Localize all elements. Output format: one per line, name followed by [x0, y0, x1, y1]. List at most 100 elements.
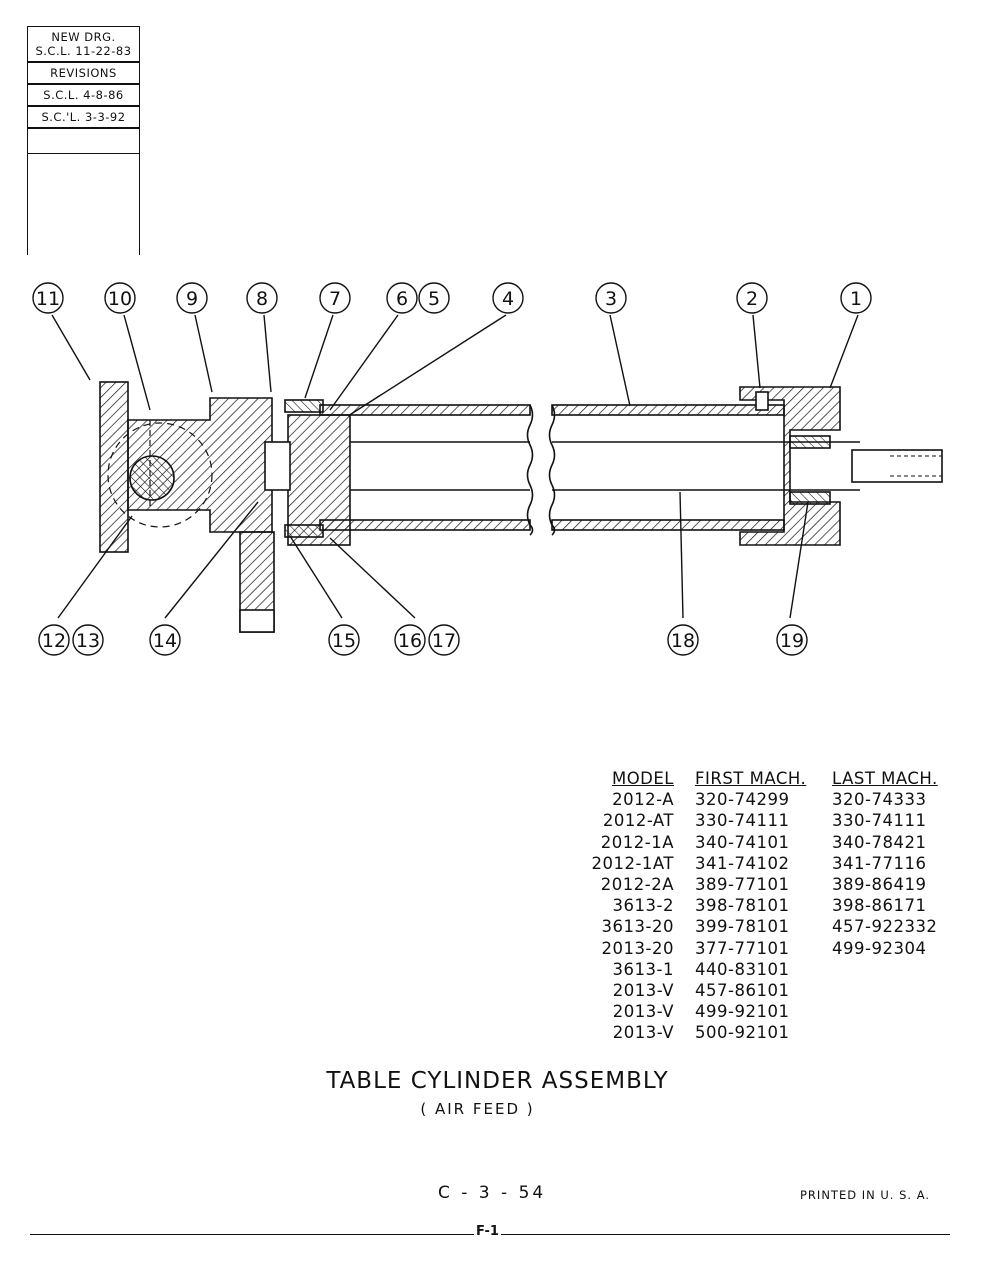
svg-text:19: 19 — [780, 630, 804, 652]
first-mach-cell: 500-92101 — [695, 1023, 790, 1043]
revisions-label: REVISIONS — [28, 63, 139, 85]
callout-17: 17 — [428, 624, 460, 656]
model-cell: 2012-1A — [600, 832, 674, 852]
seal-top — [284, 399, 324, 413]
svg-text:1: 1 — [850, 288, 862, 310]
last-mach-cell: 398-86171 — [832, 896, 927, 916]
model-column: MODEL 2012-A 2012-AT 2012-1A 2012-1AT 20… — [580, 768, 674, 1044]
last-mach-cell: 457-922332 — [832, 917, 938, 937]
model-cell: 2013-V — [612, 981, 674, 1001]
last-mach-cell: 499-92304 — [832, 938, 927, 958]
first-mach-cell: 340-74101 — [695, 832, 790, 852]
first-mach-cell: 377-77101 — [695, 938, 790, 958]
callout-15: 15 — [328, 624, 360, 656]
page-title: TABLE CYLINDER ASSEMBLY — [326, 1068, 669, 1094]
last-mach-cell: 340-78421 — [832, 832, 927, 852]
first-mach-cell: 399-78101 — [695, 917, 790, 937]
seal-bottom — [284, 524, 324, 538]
svg-text:2: 2 — [746, 288, 758, 310]
svg-text:4: 4 — [502, 288, 514, 310]
first-mach-column: FIRST MACH. 320-74299 330-74111 340-7410… — [695, 768, 825, 1044]
model-cell: 2012-AT — [602, 811, 674, 831]
callout-9: 9 — [176, 282, 208, 314]
svg-text:12: 12 — [42, 630, 66, 652]
first-mach-cell: 499-92101 — [695, 1002, 790, 1022]
callout-2: 2 — [736, 282, 768, 314]
piston-rod — [851, 449, 943, 483]
model-cell: 2012-A — [612, 790, 674, 810]
callout-12: 12 — [38, 624, 70, 656]
first-mach-cell: 440-83101 — [695, 959, 790, 979]
last-mach-cell: 341-77116 — [832, 853, 927, 873]
end-cap — [739, 386, 841, 546]
revision-header: NEW DRG. S.C.L. 11-22-83 — [28, 27, 139, 63]
first-mach-cell: 330-74111 — [695, 811, 790, 831]
model-cell: 3613-2 — [612, 896, 674, 916]
callout-8: 8 — [246, 282, 278, 314]
model-cell: 2013-20 — [601, 938, 674, 958]
model-cell: 2012-2A — [600, 875, 674, 895]
model-cell: 2012-1AT — [591, 853, 674, 873]
callout-7: 7 — [319, 282, 351, 314]
svg-text:13: 13 — [76, 630, 100, 652]
svg-text:8: 8 — [256, 288, 268, 310]
callout-4: 4 — [492, 282, 524, 314]
model-cell: 3613-1 — [612, 959, 674, 979]
sheet-number: F-1 — [474, 1224, 501, 1239]
first-mach-cell: 341-74102 — [695, 853, 790, 873]
tube-top-right — [551, 404, 785, 416]
model-cell: 2013-V — [612, 1023, 674, 1043]
end-flange — [99, 381, 129, 553]
callout-11: 11 — [32, 282, 64, 314]
last-mach-column: LAST MACH. 320-74333 330-74111 340-78421… — [832, 768, 962, 959]
page-code: C - 3 - 54 — [438, 1183, 547, 1203]
svg-text:15: 15 — [332, 630, 356, 652]
model-cell: 3613-20 — [601, 917, 674, 937]
first-mach-header: FIRST MACH. — [695, 769, 807, 788]
tube-bottom-left — [319, 519, 531, 531]
revision-entry-empty — [28, 129, 139, 154]
first-mach-cell: 398-78101 — [695, 896, 790, 916]
svg-text:3: 3 — [605, 288, 617, 310]
revision-header-line-1: NEW DRG. — [51, 30, 116, 44]
first-mach-cell: 389-77101 — [695, 875, 790, 895]
last-mach-header: LAST MACH. — [832, 769, 938, 788]
svg-text:10: 10 — [108, 288, 132, 310]
callout-5: 5 — [418, 282, 450, 314]
svg-text:18: 18 — [671, 630, 695, 652]
svg-text:9: 9 — [186, 288, 198, 310]
svg-text:6: 6 — [396, 288, 408, 310]
callouts-bottom: 12 13 14 15 16 17 18 19 — [38, 624, 808, 656]
tube-bottom-right — [551, 519, 785, 531]
model-cell: 2013-V — [612, 1002, 674, 1022]
callout-1: 1 — [840, 282, 872, 314]
svg-text:16: 16 — [398, 630, 422, 652]
last-mach-cell: 320-74333 — [832, 790, 927, 810]
callout-13: 13 — [72, 624, 104, 656]
tube-top-left — [319, 404, 531, 416]
cylinder-body — [99, 381, 943, 633]
callout-19: 19 — [776, 624, 808, 656]
callout-18: 18 — [667, 624, 699, 656]
callouts-top: 11 10 9 8 7 6 5 4 3 2 1 — [32, 282, 872, 314]
callout-6: 6 — [386, 282, 418, 314]
model-header: MODEL — [611, 769, 674, 788]
callout-14: 14 — [149, 624, 181, 656]
revision-entry-2: S.C.'L. 3-3-92 — [28, 107, 139, 129]
page-subtitle: ( AIR FEED ) — [420, 1100, 535, 1118]
svg-text:17: 17 — [432, 630, 456, 652]
revision-entry-1: S.C.L. 4-8-86 — [28, 85, 139, 107]
clevis-pin — [129, 455, 175, 501]
cylinder-assembly-drawing: 11 10 9 8 7 6 5 4 3 2 1 12 13 14 15 16 1… — [32, 282, 943, 656]
svg-text:5: 5 — [428, 288, 440, 310]
callout-16: 16 — [394, 624, 426, 656]
svg-text:14: 14 — [153, 630, 177, 652]
svg-text:7: 7 — [329, 288, 341, 310]
callout-10: 10 — [104, 282, 136, 314]
leader-lines — [51, 314, 859, 619]
svg-text:11: 11 — [36, 288, 60, 310]
first-mach-cell: 320-74299 — [695, 790, 790, 810]
printed-note: PRINTED IN U. S. A. — [800, 1188, 931, 1202]
revision-header-line-2: S.C.L. 11-22-83 — [35, 44, 132, 58]
callout-3: 3 — [595, 282, 627, 314]
